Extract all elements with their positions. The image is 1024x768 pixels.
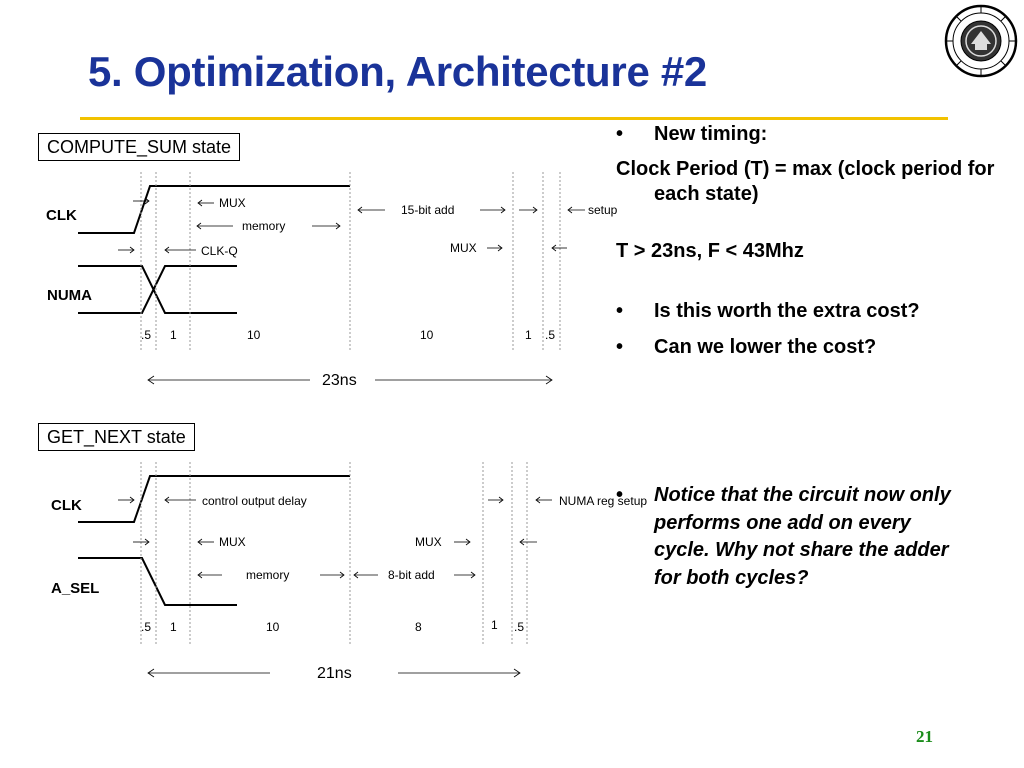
compute-sum-15bit-add-annotation: 15-bit add [401, 203, 455, 217]
get-next-mux-annotation: MUX [219, 535, 246, 549]
get-next-control-output-delay-annotation: control output delay [202, 494, 307, 508]
get-next-total-time: 21ns [317, 665, 352, 682]
compute-sum-clk-waveform [78, 185, 350, 234]
compute-sum-duration-label: 10 [420, 328, 434, 342]
compute-sum-duration-label: 10 [247, 328, 261, 342]
compute-sum-total-time: 23ns [322, 372, 357, 389]
get-next-annotation-arrows [118, 496, 552, 678]
compute-sum-annotation-arrows [118, 197, 585, 385]
compute-sum-setup-annotation: setup [588, 203, 618, 217]
compute-sum-clk-q-annotation: CLK-Q [201, 244, 238, 258]
bullet-text: Can we lower the cost? [654, 336, 877, 358]
compute-sum-numa-label: NUMA [47, 287, 92, 304]
get-next-duration-label: 10 [266, 620, 280, 634]
compute-sum-duration-label: 1 [170, 328, 177, 342]
title-underline [80, 117, 948, 120]
get-next-duration-label: 8 [415, 620, 422, 634]
get-next-duration-label: 1 [170, 620, 177, 634]
bullet-glyph: • [616, 300, 624, 322]
bullet-new-timing: • New timing: [616, 122, 996, 147]
t-f-text: T > 23ns, F < 43Mhz [616, 240, 804, 262]
slide-title: 5. Optimization, Architecture #2 [88, 48, 707, 95]
bullet-text: Notice that the circuit now only perform… [654, 484, 951, 589]
get-next-asel-waveform [78, 557, 237, 606]
bullet-column: • New timing: Clock Period (T) = max (cl… [616, 122, 996, 592]
bullet-text: Is this worth the extra cost? [654, 300, 920, 322]
get-next-clk-waveform [78, 475, 350, 523]
get-next-asel-label: A_SEL [51, 580, 100, 597]
get-next-duration-label: .5 [514, 620, 525, 634]
get-next-clk-label: CLK [51, 497, 82, 514]
get-next-duration-label: .5 [141, 620, 152, 634]
get-next-timing-markers [140, 462, 528, 645]
compute-sum-clk-label: CLK [46, 207, 77, 224]
compute-sum-duration-label: 1 [525, 328, 532, 342]
compute-sum-mux-annotation: MUX [219, 196, 246, 210]
page-number: 21 [916, 727, 933, 746]
compute-sum-state-label: COMPUTE_SUM state [38, 133, 241, 161]
bullet-notice: • Notice that the circuit now only perfo… [616, 482, 996, 592]
get-next-state-label: GET_NEXT state [38, 423, 195, 451]
get-next-numa-reg-setup-annotation: NUMA reg setup [559, 494, 648, 508]
bullet-worth-cost: • Is this worth the extra cost? [616, 299, 996, 324]
get-next-duration-label: 1 [491, 618, 498, 632]
clock-period-text: Clock Period (T) = max (clock period for… [616, 158, 995, 205]
compute-sum-duration-label: .5 [545, 328, 556, 342]
compute-sum-memory-annotation: memory [242, 219, 286, 233]
compute-sum-numa-waveform [78, 265, 237, 314]
compute-sum-duration-label: .5 [141, 328, 152, 342]
bullet-glyph: • [616, 123, 624, 145]
bullet-text: New timing: [654, 123, 768, 145]
get-next-mux2-annotation: MUX [415, 535, 442, 549]
university-seal-icon [944, 4, 1018, 78]
compute-sum-mux2-annotation: MUX [450, 241, 477, 255]
get-next-memory-annotation: memory [246, 568, 290, 582]
bullet-glyph: • [616, 336, 624, 358]
bullet-lower-cost: • Can we lower the cost? [616, 335, 996, 360]
compute-sum-timing-markers [140, 172, 561, 352]
bullet-glyph: • [616, 484, 624, 506]
get-next-8bit-add-annotation: 8-bit add [388, 568, 435, 582]
